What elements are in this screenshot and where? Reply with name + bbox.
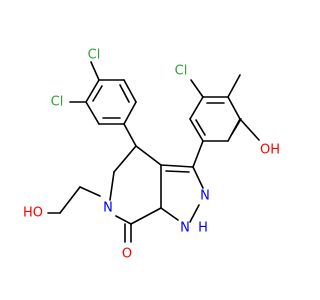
chlorine-label: Cl [175, 64, 188, 79]
bond [130, 207, 162, 225]
bond [90, 61, 100, 81]
bond [195, 119, 206, 136]
bond [189, 118, 204, 142]
bond [85, 79, 100, 103]
bond [92, 85, 103, 102]
chlorine-label: Cl [88, 48, 101, 63]
bond [123, 101, 137, 125]
bond [189, 204, 200, 223]
bond [227, 96, 241, 120]
bond [119, 84, 130, 103]
bond [165, 170, 190, 173]
chlorine-label: Cl [51, 95, 64, 110]
bond [113, 145, 137, 173]
bond [192, 166, 204, 189]
bond [227, 74, 241, 98]
bond [123, 123, 137, 147]
bond [59, 186, 81, 214]
bond [123, 79, 137, 103]
ring-nitrogen-label: N [103, 201, 113, 216]
bond [160, 207, 179, 221]
bond [109, 171, 115, 201]
bonds [47, 61, 260, 243]
bond [231, 118, 242, 135]
hydroxyl-label: HO [23, 206, 43, 221]
carbonyl-oxygen-label: O [122, 247, 132, 262]
nh-nitrogen-label: N [180, 221, 190, 236]
pyrazole-nitrogen-label: N [200, 189, 210, 204]
hydroxyl-label: OH [260, 143, 280, 158]
bond [85, 101, 100, 125]
bond [189, 96, 204, 120]
bond [135, 145, 162, 166]
atom-labels: Cl Cl Cl HO OH N N N H O [23, 48, 280, 262]
bond [190, 79, 204, 98]
bond [192, 140, 204, 168]
molecule-diagram: Cl Cl Cl HO OH N N N H O [23, 48, 280, 262]
bond [115, 215, 132, 225]
bond [79, 186, 101, 197]
bond [239, 118, 260, 141]
nh-hydrogen-label: H [198, 221, 208, 236]
bond [160, 164, 194, 168]
